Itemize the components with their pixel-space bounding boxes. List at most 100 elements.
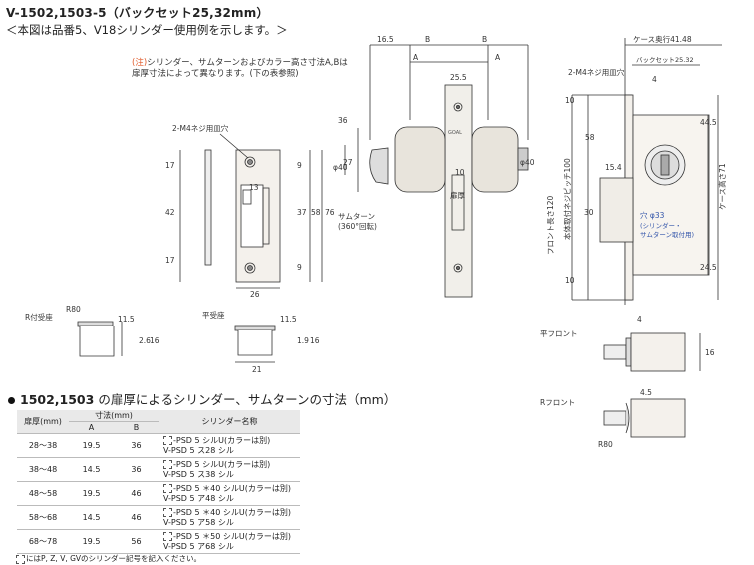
dim-76: 76 bbox=[325, 208, 335, 217]
strike-r-label: R付受座 bbox=[25, 312, 53, 322]
hole-33-label: 穴 φ33 bbox=[640, 210, 665, 220]
table-row: 58～68 14.5 46 -PSD 5 ＊40 シルU(カラーは別)V-PSD… bbox=[17, 505, 300, 530]
col-cylinder-name: シリンダー名称 bbox=[159, 410, 300, 434]
cell-name-line1: -PSD 5 ＊40 シルU(カラーは別) bbox=[173, 507, 291, 517]
table-row: 38～48 14.5 36 -PSD 5 シルU(カラーは別)V-PSD 5 ス… bbox=[17, 457, 300, 482]
page-title: V-1502,1503-5（バックセット25,32mm） bbox=[6, 6, 269, 20]
dim-16-5: 16.5 bbox=[377, 35, 394, 44]
cell-door: 68～78 bbox=[17, 529, 69, 554]
placeholder-box bbox=[163, 459, 172, 469]
cell-name-line1: -PSD 5 シルU(カラーは別) bbox=[173, 435, 271, 445]
note-text: (注)シリンダー、サムターンおよびカラー高さ寸法A,Bは 扉厚寸法によって異なり… bbox=[132, 58, 348, 80]
dim-58: 58 bbox=[585, 133, 595, 142]
cell-door: 48～58 bbox=[17, 481, 69, 506]
table-footnote: にはP, Z, V, GVのシリンダー記号を記入ください。 bbox=[16, 553, 201, 564]
placeholder-box bbox=[163, 483, 172, 493]
cell-name: -PSD 5 シルU(カラーは別)V-PSD 5 ス38 シル bbox=[159, 457, 300, 482]
screw-hole-label-right: 2-M4ネジ用皿穴 bbox=[568, 67, 625, 77]
dim-42: 42 bbox=[165, 208, 175, 217]
cell-name-line2: V-PSD 5 ス38 シル bbox=[163, 469, 234, 479]
strike-r-view bbox=[77, 321, 123, 357]
table-row: 68～78 19.5 56 -PSD 5 ＊50 シルU(カラーは別)V-PSD… bbox=[17, 529, 300, 554]
brand-mark: GOAL bbox=[448, 130, 462, 136]
footnote-text: にはP, Z, V, GVのシリンダー記号を記入ください。 bbox=[26, 554, 202, 563]
dim-36: 36 bbox=[338, 116, 348, 125]
cell-door: 58～68 bbox=[17, 505, 69, 530]
hole-33-note-2: サムターン取付用) bbox=[640, 230, 694, 239]
col-a: A bbox=[69, 421, 114, 434]
dim-40a: φ40 bbox=[333, 163, 348, 172]
cell-name-line2: V-PSD 5 ス28 シル bbox=[163, 445, 234, 455]
hole-33-note-1: (シリンダー・ bbox=[640, 221, 682, 230]
strike-flat-label: 平受座 bbox=[202, 310, 225, 320]
front-flat-label: 平フロント bbox=[540, 329, 578, 338]
cell-b: 46 bbox=[114, 481, 159, 506]
case-height-label: ケース高さ71 bbox=[717, 163, 727, 210]
backset-label: バックセット25.32 bbox=[636, 56, 694, 64]
dim-24-5: 24.5 bbox=[700, 263, 717, 272]
dim-9a: 9 bbox=[297, 161, 302, 170]
dimension-table: 扉厚(mm) 寸法(mm) シリンダー名称 A B 28～38 19.5 36 … bbox=[17, 410, 300, 554]
table-heading: 1502,1503 の扉厚によるシリンダー、サムターンの寸法（mm） bbox=[8, 389, 396, 408]
front-r-label: Rフロント bbox=[540, 398, 575, 407]
bullet-icon bbox=[8, 397, 15, 404]
cell-a: 19.5 bbox=[69, 433, 114, 458]
table-heading-bold: 1502,1503 bbox=[20, 392, 95, 407]
dim-16b: 16 bbox=[310, 336, 320, 345]
strike-front-view bbox=[179, 149, 323, 289]
dim-37: 37 bbox=[297, 208, 307, 217]
dim-16-front: 16 bbox=[705, 348, 715, 357]
cell-name-line1: -PSD 5 ＊40 シルU(カラーは別) bbox=[173, 483, 291, 493]
dim-21: 21 bbox=[252, 365, 262, 374]
cell-a: 14.5 bbox=[69, 505, 114, 530]
dim-58b: 58 bbox=[311, 208, 321, 217]
col-b: B bbox=[114, 421, 159, 434]
placeholder-box bbox=[163, 531, 172, 541]
body-pitch-label: 本体取付ネジピッチ100 bbox=[562, 158, 572, 240]
cell-name-line2: V-PSD 5 ア48 シル bbox=[163, 493, 234, 503]
dim-25-5: 25.5 bbox=[450, 73, 467, 82]
thumbturn-label: サムターン bbox=[338, 212, 375, 221]
dim-16a: 16 bbox=[150, 336, 160, 345]
placeholder-box bbox=[16, 554, 25, 564]
dim-B2: B bbox=[482, 35, 487, 44]
r80-label-1: R80 bbox=[66, 305, 81, 314]
cell-name: -PSD 5 シルU(カラーは別)V-PSD 5 ス28 シル bbox=[159, 433, 300, 458]
dim-30: 30 bbox=[584, 208, 594, 217]
r-front-drawing: Rフロント 4.5 R80 bbox=[540, 388, 686, 449]
dim-4b: 4 bbox=[637, 315, 642, 324]
dim-26: 26 bbox=[250, 290, 260, 299]
cell-a: 19.5 bbox=[69, 481, 114, 506]
technical-drawing: 2-M4ネジ用皿穴 17 42 17 13 9 37 9 58 76 26 16… bbox=[25, 34, 727, 374]
cell-name: -PSD 5 ＊50 シルU(カラーは別)V-PSD 5 ア68 シル bbox=[159, 529, 300, 554]
cell-b: 36 bbox=[114, 457, 159, 482]
dim-2-6: 2.6 bbox=[139, 336, 151, 345]
screw-hole-label-left: 2-M4ネジ用皿穴 bbox=[172, 123, 229, 133]
cell-b: 56 bbox=[114, 529, 159, 554]
cell-name: -PSD 5 ＊40 シルU(カラーは別)V-PSD 5 ア58 シル bbox=[159, 505, 300, 530]
note-line-1: シリンダー、サムターンおよびカラー高さ寸法A,Bは bbox=[147, 58, 348, 68]
dim-9b: 9 bbox=[297, 263, 302, 272]
dim-A2: A bbox=[495, 53, 501, 62]
cell-name-line1: -PSD 5 ＊50 シルU(カラーは別) bbox=[173, 531, 291, 541]
note-marker: (注) bbox=[132, 58, 148, 68]
dim-27: 27 bbox=[343, 158, 353, 167]
dim-1-9: 1.9 bbox=[297, 336, 309, 345]
dim-17a: 17 bbox=[165, 161, 175, 170]
dim-13: 13 bbox=[249, 183, 259, 192]
cell-name-line2: V-PSD 5 ア68 シル bbox=[163, 541, 234, 551]
table-heading-rest: の扉厚によるシリンダー、サムターンの寸法（mm） bbox=[94, 392, 397, 407]
cell-name-line1: -PSD 5 シルU(カラーは別) bbox=[173, 459, 271, 469]
lock-body-view bbox=[571, 38, 722, 305]
dim-44-5: 44.5 bbox=[700, 118, 717, 127]
thumbturn-rotation-label: (360°回転) bbox=[338, 222, 377, 231]
dim-40b: φ40 bbox=[520, 158, 535, 167]
dim-15-4: 15.4 bbox=[605, 163, 622, 172]
placeholder-box bbox=[163, 435, 172, 445]
dim-11-5b: 11.5 bbox=[280, 315, 297, 324]
cell-a: 14.5 bbox=[69, 457, 114, 482]
front-length-label: フロント長さ120 bbox=[546, 195, 555, 255]
door-thickness-label: 扉厚 bbox=[450, 190, 465, 200]
dim-10c: 10 bbox=[565, 276, 575, 285]
dim-11-5a: 11.5 bbox=[118, 315, 135, 324]
